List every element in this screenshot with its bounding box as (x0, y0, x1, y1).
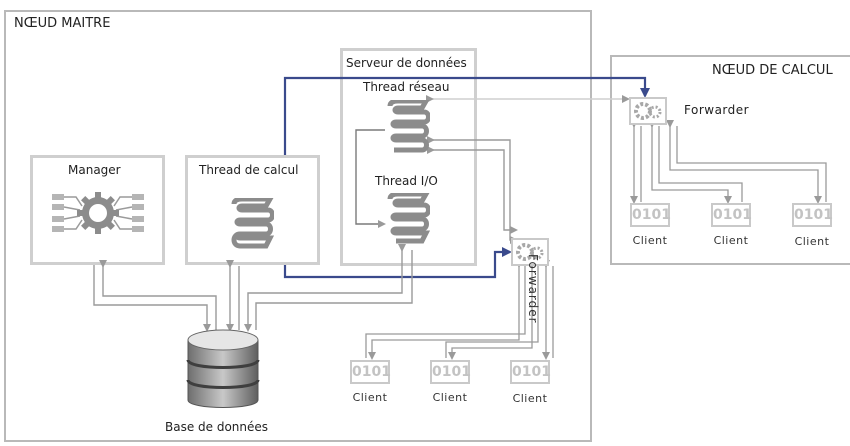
navy-line-to-local-forwarder (283, 247, 512, 279)
database-icon (186, 329, 260, 408)
io-db-line-2 (255, 250, 413, 330)
manager-label: Manager (68, 163, 121, 177)
network-thread-icon (387, 100, 430, 153)
net-to-fwd-line-2 (427, 146, 518, 234)
client-label: Client (632, 234, 668, 247)
client-box: 0101 (792, 203, 833, 227)
local-forwarder-label: Forwarder (526, 254, 540, 324)
manager-gear-icon (52, 192, 144, 234)
master-node-title: NŒUD MAITRE (14, 16, 111, 31)
client-label: Client (512, 392, 548, 405)
client-label: Client (352, 391, 388, 404)
forwarder-gears-icon (516, 243, 544, 261)
manager-db-line-2 (99, 260, 217, 330)
compute-node-title: NŒUD DE CALCUL (712, 63, 833, 78)
manager-db-line (93, 265, 211, 332)
client-label: Client (794, 235, 830, 248)
data-server-title: Serveur de données (346, 56, 467, 70)
remote-forwarder-box (629, 97, 667, 125)
compute-thread-label: Thread de calcul (199, 163, 299, 177)
client-label: Client (713, 234, 749, 247)
net-to-io-loop (355, 129, 386, 228)
fwd-client2-line-2 (445, 266, 539, 358)
client-box: 0101 (711, 203, 752, 227)
client-label: Client (432, 391, 468, 404)
rfwd-client2-line (648, 120, 732, 204)
compute-thread-icon (231, 198, 274, 249)
rfwd-client3-line-2 (676, 126, 827, 202)
rfwd-client3-line (666, 120, 822, 204)
client-box: 0101 (350, 360, 391, 384)
network-thread-label: Thread réseau (363, 80, 450, 94)
io-db-line (244, 244, 406, 332)
forwarder-gears-icon (634, 102, 662, 120)
client-box: 0101 (430, 360, 471, 384)
io-thread-label: Thread I/O (375, 174, 438, 188)
navy-line-to-compute-forwarder (283, 76, 650, 155)
database-label: Base de données (165, 420, 269, 434)
fwd-client2-line (448, 260, 536, 360)
client-box: 0101 (630, 203, 671, 227)
io-thread-icon (387, 193, 430, 244)
client-box: 0101 (510, 360, 551, 384)
remote-forwarder-label: Forwarder (684, 103, 750, 117)
local-forwarder-box (511, 238, 549, 266)
